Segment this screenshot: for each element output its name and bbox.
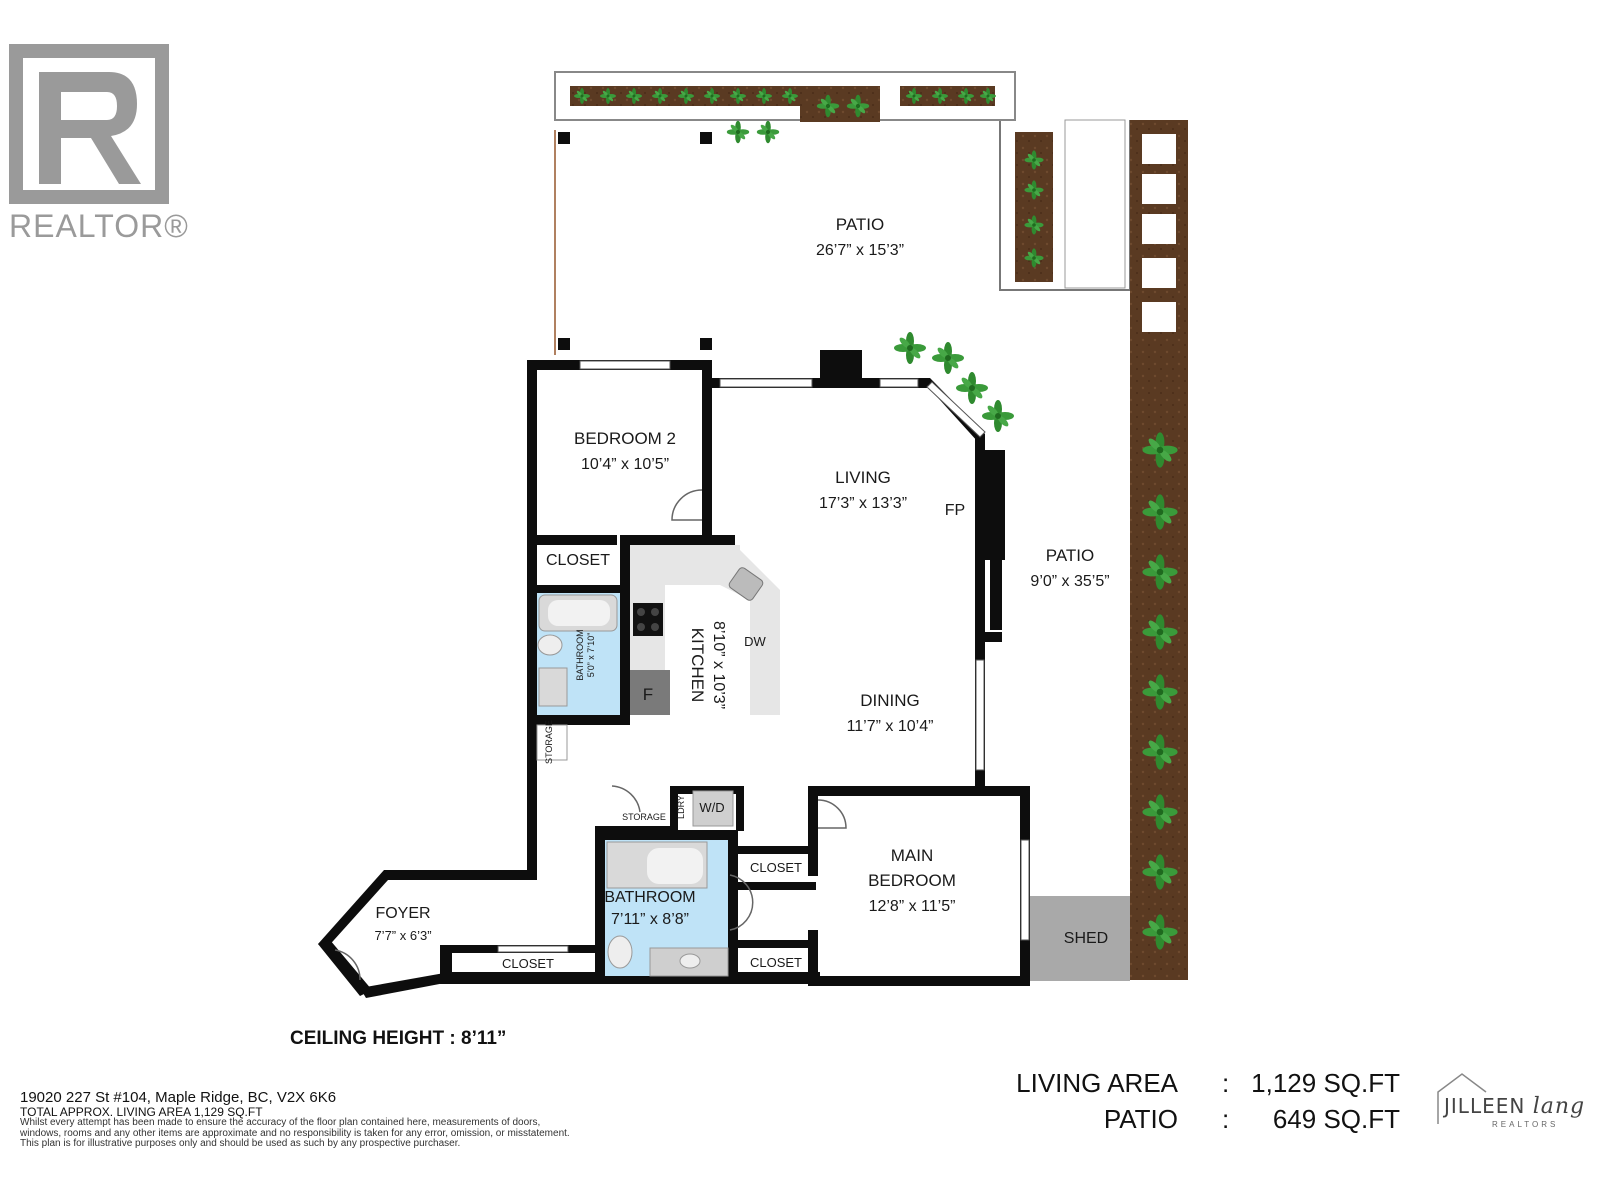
room-dim-bathroom-small: 5’0” x 7’10” xyxy=(586,633,596,678)
realtor-r-icon xyxy=(9,44,169,204)
room-name-dining: DINING xyxy=(860,691,920,710)
realtor-logo xyxy=(9,44,169,204)
room-name-bathroom-small: BATHROOM xyxy=(575,629,585,680)
patio-posts xyxy=(554,130,712,355)
windows xyxy=(497,360,1030,953)
room-name-patio-top: PATIO xyxy=(836,215,885,234)
room-dim-bedroom-2: 10’4” x 10’5” xyxy=(581,456,669,473)
room-dim-patio-top: 26’7” x 15’3” xyxy=(816,242,904,259)
closet-label-upper: CLOSET xyxy=(750,860,802,875)
room-dim-bathroom-main: 7’11” x 8’8” xyxy=(611,911,689,928)
fireplace-label: FP xyxy=(945,502,965,519)
room-dim-patio-side: 9’0” x 35’5” xyxy=(1030,573,1109,590)
room-dim-kitchen: 8’10” x 10’3” xyxy=(710,621,727,709)
area-row-patio: PATIO : 649 SQ.FT xyxy=(1000,1104,1400,1140)
closet-label-lower: CLOSET xyxy=(750,955,802,970)
closet-label-foyer: CLOSET xyxy=(502,956,554,971)
closet-label-bedroom-2: CLOSET xyxy=(546,552,610,569)
disclaimer-line: windows, rooms and any other items are a… xyxy=(20,1127,570,1139)
area-summary: LIVING AREA : 1,129 SQ.FT PATIO : 649 SQ… xyxy=(1000,1068,1400,1140)
fixture-labels: FP DW F CLOSET STORAGE STORAGE LDRY W/D … xyxy=(502,502,1108,971)
address: 19020 227 St #104, Maple Ridge, BC, V2X … xyxy=(20,1089,337,1106)
agent-tagline: REALTORS xyxy=(1492,1120,1559,1129)
room-name-main-bedroom-1: MAIN xyxy=(891,846,934,865)
laundry-label: LDRY xyxy=(676,795,686,819)
washer-dryer-label: W/D xyxy=(699,800,724,815)
address-block: 19020 227 St #104, Maple Ridge, BC, V2X … xyxy=(20,1090,700,1150)
disclaimer-line: This plan is for illustrative purposes o… xyxy=(20,1138,461,1150)
house-outline-icon xyxy=(1437,1073,1487,1124)
area-colon: : xyxy=(1222,1104,1230,1134)
agent-name: JILLEEN lang xyxy=(1444,1094,1586,1119)
ceiling-height: CEILING HEIGHT : 8’11” xyxy=(290,1028,507,1049)
area-value: 649 SQ.FT xyxy=(1272,1104,1400,1134)
room-dim-main-bedroom: 12’8” x 11’5” xyxy=(869,898,956,915)
room-name-foyer: FOYER xyxy=(375,905,430,922)
room-dim-living: 17’3” x 13’3” xyxy=(819,495,907,512)
room-name-main-bedroom-2: BEDROOM xyxy=(868,871,956,890)
total-area-note: TOTAL APPROX. LIVING AREA 1,129 SQ.FT xyxy=(20,1104,263,1119)
area-colon: : xyxy=(1222,1068,1230,1098)
storage-label: STORAGE xyxy=(622,812,666,822)
room-labels: PATIO 26’7” x 15’3” BEDROOM 2 10’4” x 10… xyxy=(374,215,1109,943)
bath-tiles xyxy=(537,593,729,977)
shed-label: SHED xyxy=(1064,930,1108,947)
dishwasher-label: DW xyxy=(744,634,766,649)
area-name: LIVING AREA xyxy=(1016,1068,1178,1098)
area-value: 1,129 SQ.FT xyxy=(1251,1068,1400,1098)
laundry xyxy=(536,724,734,827)
fridge-label: F xyxy=(643,685,653,704)
realtor-logo-text: REALTOR® xyxy=(9,208,189,244)
room-name-bedroom-2: BEDROOM 2 xyxy=(574,429,676,448)
room-name-kitchen: KITCHEN xyxy=(688,628,707,703)
area-row-living: LIVING AREA : 1,129 SQ.FT xyxy=(1000,1068,1400,1104)
right-planter xyxy=(1130,120,1188,980)
storage-small-label: STORAGE xyxy=(544,720,554,764)
room-dim-dining: 11’7” x 10’4” xyxy=(847,718,934,735)
shed-area xyxy=(1030,896,1130,981)
kitchen-counters xyxy=(630,545,780,715)
area-name: PATIO xyxy=(1103,1104,1178,1134)
room-name-bathroom-main: BATHROOM xyxy=(604,889,695,906)
room-name-living: LIVING xyxy=(835,468,891,487)
room-name-patio-side: PATIO xyxy=(1046,546,1095,565)
disclaimer-line: Whilst every attempt has been made to en… xyxy=(20,1117,541,1129)
agent-logo: JILLEEN lang REALTORS xyxy=(1432,1068,1592,1138)
room-dim-foyer: 7’7” x 6’3” xyxy=(374,928,431,943)
